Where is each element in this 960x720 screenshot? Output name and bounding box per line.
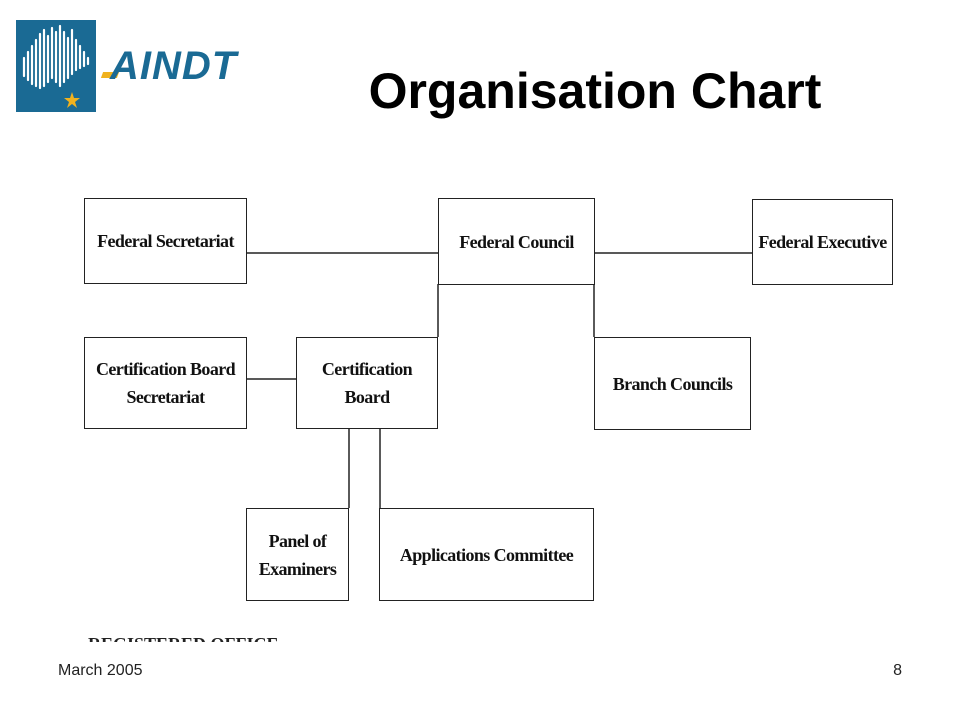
page-title: Organisation Chart xyxy=(368,63,822,119)
registered-office-cutoff-text: REGISTERED OFFICE xyxy=(88,628,279,642)
box-federal-council: Federal Council xyxy=(438,198,595,285)
box-branch-councils: Branch Councils xyxy=(594,337,751,430)
logo-wordmark: AINDT xyxy=(110,44,238,88)
box-certification-board-secretariat: Certification Board Secretariat xyxy=(84,337,247,429)
box-federal-secretariat: Federal Secretariat xyxy=(84,198,247,284)
footer-date: March 2005 xyxy=(58,662,143,679)
box-certification-board: Certification Board xyxy=(296,337,438,429)
aindt-logo: AINDT xyxy=(16,20,268,112)
logo-emblem xyxy=(16,20,96,112)
box-applications-committee: Applications Committee xyxy=(379,508,594,601)
box-panel-of-examiners: Panel of Examiners xyxy=(246,508,349,601)
page-number: 8 xyxy=(893,662,902,679)
box-federal-executive: Federal Executive xyxy=(752,199,893,285)
wave-emblem-icon xyxy=(22,24,90,108)
